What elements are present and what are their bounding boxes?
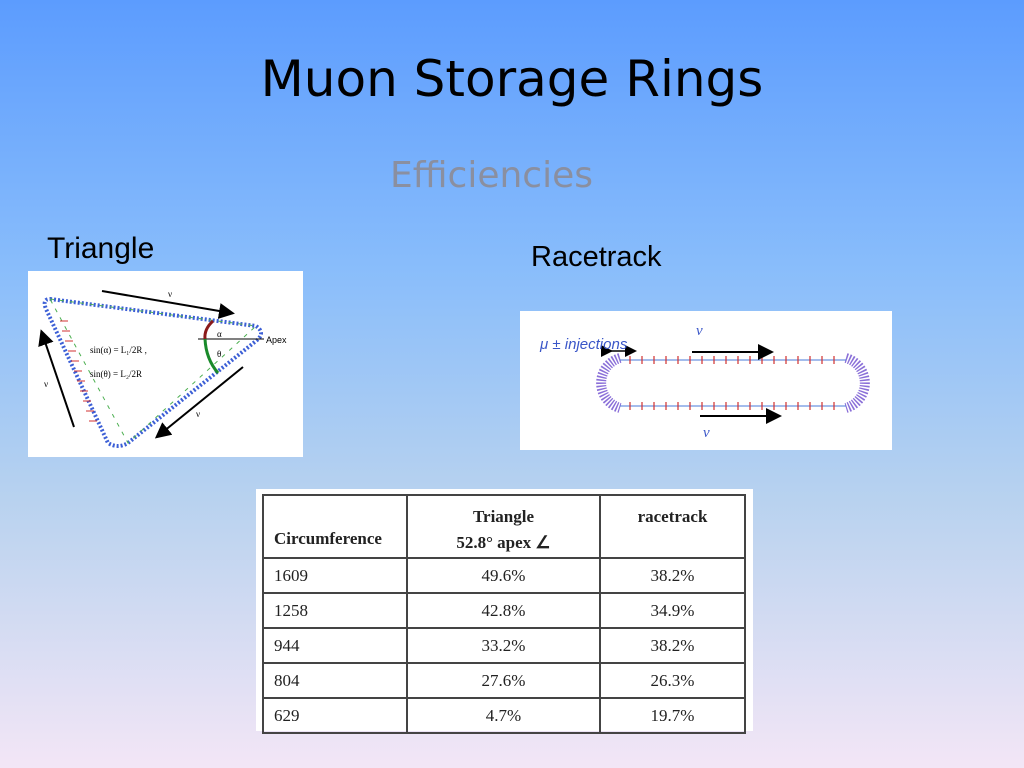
table-row: 1258 42.8% 34.9% (262, 592, 746, 629)
nu-bottom-text: ν (196, 409, 200, 419)
formula-alpha: sin(α) = L₁/2R , (90, 345, 147, 355)
cell-circumference: 629 (262, 697, 408, 734)
table-header-row: Circumference Triangle 52.8° apex ∠ race… (262, 494, 746, 559)
cell-triangle: 42.8% (406, 592, 601, 629)
efficiency-table: Circumference Triangle 52.8° apex ∠ race… (262, 494, 746, 734)
nu-arrow-bottom (154, 366, 244, 439)
nu-left-text: ν (44, 379, 48, 389)
cell-racetrack: 19.7% (599, 697, 746, 734)
nu-arrow-top (101, 290, 235, 319)
formula-theta: sin(θ) = L₂/2R (90, 369, 142, 379)
cell-racetrack: 38.2% (599, 557, 746, 594)
triangle-diagram: ν ν ν α θ Apex sin(α) = L₁/2R , sin(θ) =… (28, 271, 303, 457)
nu-arrow-left (38, 329, 75, 428)
header-triangle-line2: 52.8° apex ∠ (456, 533, 551, 552)
cell-circumference: 1609 (262, 557, 408, 594)
slide-subtitle: Efficiencies (390, 155, 594, 196)
racetrack-right-arc (844, 353, 870, 413)
injection-text: μ ± injections (539, 336, 628, 353)
cell-racetrack: 38.2% (599, 627, 746, 664)
triangle-inner-line (49, 298, 258, 444)
racetrack-left-arc (596, 353, 622, 413)
cell-racetrack: 34.9% (599, 592, 746, 629)
cell-triangle: 49.6% (406, 557, 601, 594)
triangle-diagram-svg: ν ν ν α θ Apex sin(α) = L₁/2R , sin(θ) =… (38, 289, 287, 448)
header-circumference: Circumference (262, 494, 408, 559)
header-racetrack: racetrack (599, 494, 746, 559)
cell-racetrack: 26.3% (599, 662, 746, 699)
cell-circumference: 804 (262, 662, 408, 699)
cell-circumference: 1258 (262, 592, 408, 629)
racetrack-label: Racetrack (531, 241, 662, 273)
racetrack-diagram-svg: μ ± injections ν ν (539, 323, 870, 441)
table-row: 804 27.6% 26.3% (262, 662, 746, 699)
table-row: 944 33.2% 38.2% (262, 627, 746, 664)
racetrack-diagram: μ ± injections ν ν (520, 311, 892, 450)
theta-text: θ (217, 349, 221, 359)
triangle-label: Triangle (47, 232, 155, 265)
nu-upper-text: ν (696, 323, 703, 339)
cell-triangle: 27.6% (406, 662, 601, 699)
table-row: 1609 49.6% 38.2% (262, 557, 746, 594)
cell-triangle: 4.7% (406, 697, 601, 734)
triangle-ring (42, 296, 263, 448)
theta-arc (203, 338, 220, 374)
header-triangle: Triangle 52.8° apex ∠ (406, 494, 601, 559)
header-triangle-line1: Triangle (472, 507, 535, 526)
nu-top-text: ν (168, 289, 172, 299)
racetrack-ticks (629, 356, 835, 410)
alpha-arc (203, 319, 215, 340)
apex-text: Apex (266, 335, 287, 345)
cell-triangle: 33.2% (406, 627, 601, 664)
cell-circumference: 944 (262, 627, 408, 664)
nu-lower-text: ν (703, 425, 710, 441)
slide-title: Muon Storage Rings (260, 50, 764, 108)
efficiency-table-panel: Circumference Triangle 52.8° apex ∠ race… (256, 489, 753, 734)
table-row: 629 4.7% 19.7% (262, 697, 746, 734)
alpha-text: α (217, 329, 222, 339)
